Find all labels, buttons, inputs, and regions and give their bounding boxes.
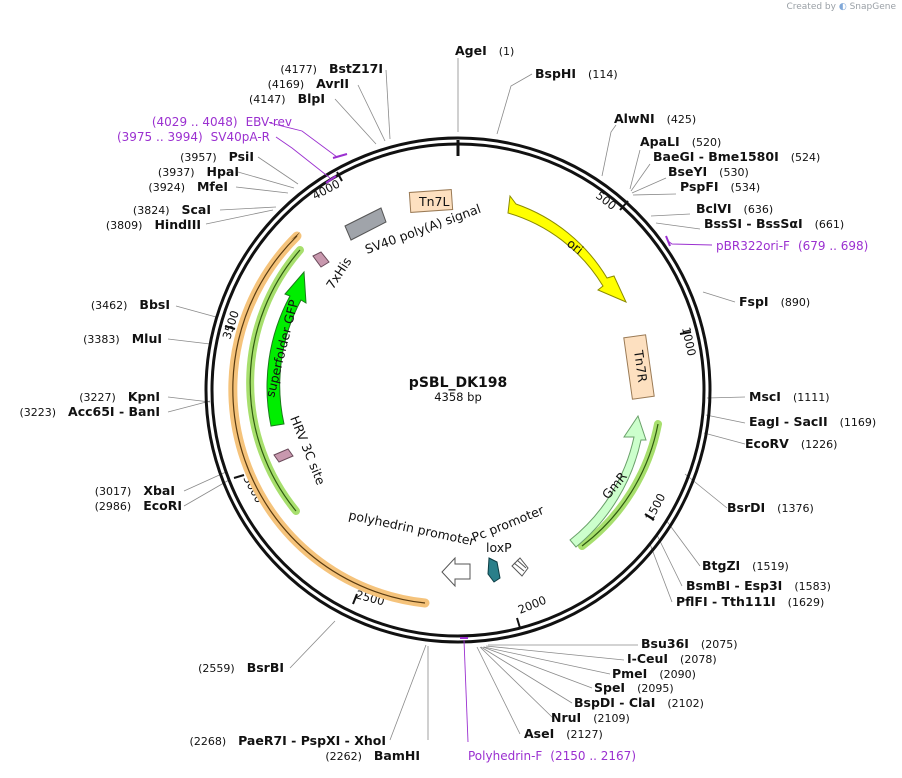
site-label: (4169)AvrII (268, 76, 349, 91)
site-label: Bsu36I(2075) (641, 636, 738, 651)
credit-prefix: Created by (786, 2, 836, 12)
site-label: (3227)KpnI (79, 389, 160, 404)
site-label: (3809)HindIII (106, 217, 201, 232)
site-label: (3462)BbsI (91, 297, 170, 312)
site-label: MscI(1111) (749, 389, 830, 404)
site-label: (3957)PsiI (180, 149, 254, 164)
ori-arrow (507, 194, 627, 303)
tick-label: 1500 (642, 491, 668, 523)
site-label: BspDI - ClaI(2102) (574, 695, 704, 710)
primer-label: (3975 .. 3994)SV40pA-R (117, 130, 270, 144)
orf-green-line (249, 249, 301, 512)
site-label: (3824)ScaI (133, 202, 211, 217)
plasmid-name: pSBL_DK198 (409, 375, 507, 391)
gmr-arrow (569, 414, 647, 548)
leader-lines (167, 58, 746, 741)
site-label: (2986)EcoRI (95, 498, 182, 513)
site-label: ApaLI(520) (640, 134, 721, 149)
site-label: PspFI(534) (680, 179, 760, 194)
tick-label: 4000 (310, 177, 342, 203)
hrv-tag (273, 448, 294, 463)
site-label: NruI(2109) (551, 710, 630, 725)
tn7r-box (623, 334, 655, 400)
tick-marks (224, 171, 692, 629)
primer-label: pBR322ori-F(679 .. 698) (716, 239, 868, 253)
site-label: PflFI - Tth111I(1629) (676, 594, 824, 609)
site-label: (4177)BstZ17I (280, 61, 383, 76)
his-tag (312, 251, 330, 268)
site-label: AgeI(1) (455, 43, 514, 58)
tn7l-label: Tn7L (418, 194, 450, 209)
credit-brand: SnapGene (849, 2, 896, 12)
primer-leaders (269, 122, 713, 743)
site-label: BspHI(114) (535, 66, 618, 81)
hrv-label: HRV 3C site (287, 414, 328, 488)
site-label: BsmBI - Esp3I(1583) (686, 578, 831, 593)
primer-label: Polyhedrin-F(2150 .. 2167) (468, 749, 636, 763)
site-label: (2262)BamHI (325, 748, 420, 763)
site-label: (3937)HpaI (158, 164, 239, 179)
orf-orange-arrowhead (291, 232, 300, 240)
site-label: BclVI(636) (696, 201, 773, 216)
site-label: (3223)Acc65I - BanI (19, 404, 160, 419)
site-label: (2268)PaeR7I - PspXI - XhoI (190, 733, 386, 748)
gfp-arrow (266, 270, 307, 427)
site-label: EcoRV(1226) (745, 436, 837, 451)
site-label: BtgZI(1519) (702, 558, 789, 573)
tn7r-label: Tn7R (631, 348, 651, 383)
tick-label: 2000 (516, 593, 548, 617)
site-label: (4147)BlpI (249, 91, 325, 106)
sv40-box (344, 207, 387, 241)
site-label: BaeGI - Bme1580I(524) (653, 149, 820, 164)
site-label: (3017)XbaI (95, 483, 175, 498)
site-label: FspI(890) (739, 294, 810, 309)
site-label: BseYI(530) (668, 164, 749, 179)
snapgene-logo: ◐ (838, 2, 847, 12)
site-label: BsrDI(1376) (727, 500, 814, 515)
site-label: (3924)MfeI (148, 179, 228, 194)
site-label: PmeI(2090) (612, 666, 696, 681)
site-label: (2559)BsrBI (198, 660, 284, 675)
pc-promoter-label: Pc promoter (470, 502, 547, 545)
orf-green-right-line (581, 423, 659, 547)
orf-orange-line (232, 235, 426, 604)
primer-labels: (4029 .. 4048)EBV-rev (3975 .. 3994)SV40… (117, 115, 868, 763)
tn7l-box (408, 189, 454, 213)
site-label: SpeI(2095) (594, 680, 674, 695)
restriction-site-labels: AgeI(1) BspHI(114) AlwNI(425) ApaLI(520)… (19, 43, 876, 763)
site-label: EagI - SacII(1169) (749, 414, 876, 429)
site-label: AseI(2127) (524, 726, 603, 741)
loxp-feature (487, 557, 501, 583)
plasmid-length: 4358 bp (434, 390, 482, 404)
pc-promoter-arrow (511, 557, 529, 577)
polyhedrin-arrow (441, 556, 471, 588)
snapgene-credit: Created by ◐ SnapGene (786, 2, 896, 12)
site-label: (3383)MluI (83, 331, 162, 346)
tick-label: 1000 (679, 326, 699, 358)
site-label: I-CeuI(2078) (627, 651, 717, 666)
loxp-label: loxP (486, 540, 512, 555)
backbone-outer (204, 136, 712, 644)
site-label: AlwNI(425) (614, 111, 696, 126)
site-label: BssSI - BssSαI(661) (704, 216, 844, 231)
polyhedrin-label: polyhedrin promoter (347, 507, 477, 549)
primer-label: (4029 .. 4048)EBV-rev (152, 115, 292, 129)
